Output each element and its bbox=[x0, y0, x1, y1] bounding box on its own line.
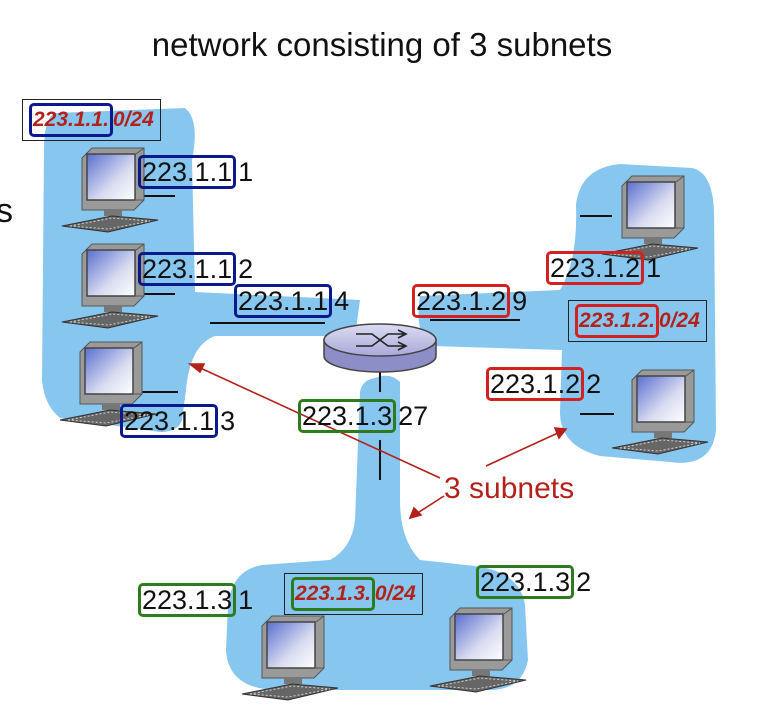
address-prefix: 223.1.2 bbox=[412, 284, 511, 318]
subnet-prefix: 223.1.1. bbox=[29, 103, 113, 137]
cutoff-text: s bbox=[0, 192, 13, 230]
subnet-suffix: 0/24 bbox=[112, 108, 154, 131]
address-host: 1 bbox=[238, 585, 254, 615]
address-host: 27 bbox=[398, 401, 429, 431]
address-host: 2 bbox=[238, 254, 254, 284]
subnet-prefix: 223.1.3. bbox=[291, 577, 375, 611]
address-host: 4 bbox=[334, 286, 350, 316]
subnet-label-green: 223.1.3.0/24 bbox=[284, 573, 423, 615]
address-prefix: 223.1.3 bbox=[476, 565, 575, 599]
address-host: 1 bbox=[646, 253, 662, 283]
address-host: 1 bbox=[238, 157, 254, 187]
address-host: 9 bbox=[512, 286, 528, 316]
address-prefix: 223.1.2 bbox=[486, 367, 585, 401]
subnet-cloud-green bbox=[226, 375, 528, 690]
address-host: 2 bbox=[586, 369, 602, 399]
address-prefix: 223.1.1 bbox=[138, 155, 237, 189]
address-prefix: 223.1.3 bbox=[138, 583, 237, 617]
address-prefix: 223.1.2 bbox=[546, 251, 645, 285]
subnet-label-red: 223.1.2.0/24 bbox=[568, 300, 707, 342]
address-host: 2 bbox=[576, 567, 592, 597]
subnet-suffix: 0/24 bbox=[374, 582, 416, 605]
address-host: 3 bbox=[220, 406, 236, 436]
address-prefix: 223.1.1 bbox=[138, 252, 237, 286]
address-prefix: 223.1.3 bbox=[298, 399, 397, 433]
subnet-suffix: 0/24 bbox=[658, 309, 700, 332]
subnets-annotation: 3 subnets bbox=[444, 472, 575, 505]
subnet-label-blue: 223.1.1.0/24 bbox=[22, 99, 161, 141]
subnet-prefix: 223.1.2. bbox=[575, 304, 659, 338]
wires bbox=[130, 195, 614, 480]
diagram-title: network consisting of 3 subnets bbox=[151, 26, 613, 63]
annotation-arrows bbox=[187, 363, 568, 520]
address-prefix: 223.1.1 bbox=[234, 284, 333, 318]
address-prefix: 223.1.1 bbox=[120, 404, 219, 438]
router-icon bbox=[323, 323, 437, 373]
